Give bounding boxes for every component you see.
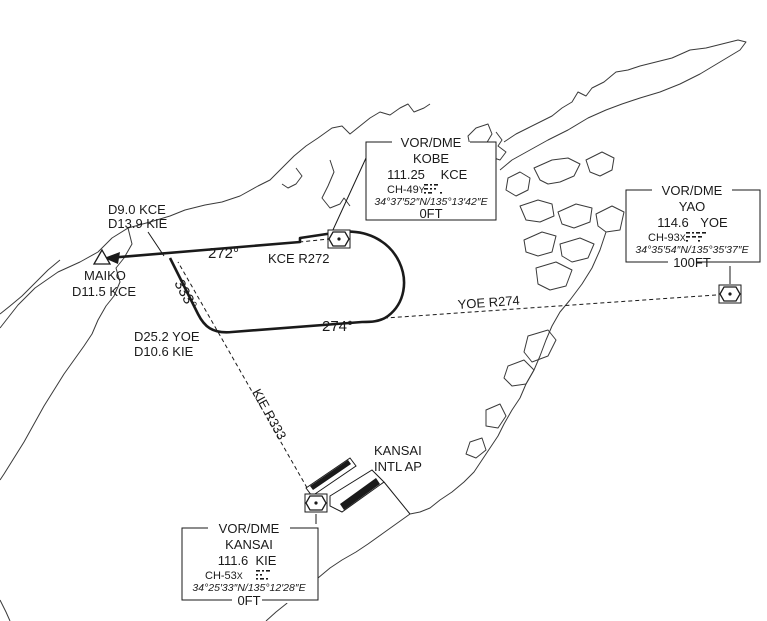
coastline-osaka-docks-6: [595, 205, 625, 233]
kansai-channel: CH-53X: [205, 570, 243, 582]
kobe-name: KOBE: [413, 151, 449, 166]
leaders: [147, 157, 731, 524]
vor-yao[interactable]: [718, 284, 742, 304]
coastline-osaka-docks-2: [533, 157, 581, 185]
yao-freq: 114.6: [657, 215, 689, 230]
coastline-osaka-upper: [499, 39, 747, 171]
coastline-sakai-docks-1: [523, 329, 557, 363]
yao-elevation: 100FT: [673, 255, 711, 270]
kobe-ident: KCE: [441, 167, 468, 182]
info-box-yao: VOR/DME YAO 114.6 YOE CH-93X 34°35′54″N/…: [625, 183, 761, 270]
route-hold-track: [107, 230, 406, 334]
coastline-osaka-docks-3: [585, 151, 615, 177]
kansai-airport: [305, 457, 411, 515]
fix-north-line2: D13.9 KIE: [108, 216, 168, 231]
maiko-dme: D11.5 KCE: [72, 284, 136, 299]
kansai-ident: KIE: [256, 553, 277, 568]
arrowhead-icon: [104, 252, 120, 264]
outbound-course-label: 274°: [322, 318, 353, 335]
coastline-osaka-docks-1: [505, 171, 531, 197]
leader-kobe-box: [331, 157, 367, 233]
runway-north: [310, 460, 351, 490]
kansai-elevation: 0FT: [237, 593, 260, 608]
triangle-fix-icon[interactable]: [92, 248, 112, 265]
radial-kce-272: [299, 237, 339, 243]
yao-ident: YOE: [700, 215, 728, 230]
coastline-osaka-docks-9: [535, 261, 573, 291]
coastline-sakai-docks-2: [503, 359, 535, 387]
info-box-kansai: VOR/DME KANSAI 111.6 KIE CH-53X 34°25′33…: [181, 521, 319, 608]
kansai-type: VOR/DME: [219, 521, 280, 536]
kansai-morse-icon: [256, 570, 270, 580]
vor-kobe[interactable]: [327, 229, 351, 249]
kobe-freq: 111.25: [387, 167, 425, 182]
approach-route: [104, 230, 406, 334]
fix-south-line1: D25.2 YOE: [134, 329, 200, 344]
inbound-course-label: 272°: [208, 245, 239, 262]
coastline: [0, 39, 747, 621]
yao-morse-icon: [686, 232, 706, 242]
coastline-south-shore: [265, 513, 411, 621]
kansai-coords: 34°25′33″N/135°12′28″E: [192, 582, 306, 594]
fix-north-line1: D9.0 KCE: [108, 202, 166, 217]
kobe-coords: 34°37′52″N/135°13′42″E: [374, 196, 488, 208]
info-box-kobe: VOR/DME KOBE 111.25 KCE CH-49Y 34°37′52″…: [365, 135, 497, 221]
coastline-southwest: [0, 599, 11, 621]
radial-kie-label: KIE R333: [249, 386, 289, 442]
yao-type: VOR/DME: [662, 183, 723, 198]
radial-yoe-label: YOE R274: [457, 293, 520, 312]
coastline-west-shore: [0, 227, 133, 481]
coastline-harbor-east: [493, 131, 507, 161]
coastline-osaka-docks-4: [519, 199, 555, 223]
coastline-sakai-docks-4: [465, 437, 487, 459]
kobe-elevation: 0FT: [419, 206, 442, 221]
kobe-morse-icon: [424, 184, 442, 194]
radials: [177, 237, 731, 501]
radial-kie-333: [177, 261, 315, 501]
radial-yoe-274: [385, 293, 731, 319]
maiko-name: MAIKO: [84, 268, 126, 283]
radial-kce-label: KCE R272: [268, 251, 329, 266]
coastline-osaka-docks-8: [559, 237, 595, 263]
kansai-freq: 111.6: [218, 553, 249, 568]
coastline-osaka-docks-7: [523, 231, 557, 257]
airport-bridge: [383, 481, 411, 515]
kansai-name: KANSAI: [225, 537, 273, 552]
coastline-osaka-lower: [409, 231, 607, 515]
airport-name-line1: KANSAI: [374, 443, 422, 458]
coastline-north-shore: [0, 103, 431, 329]
kobe-channel: CH-49Y: [387, 184, 425, 196]
vor-kansai[interactable]: [304, 493, 328, 513]
yao-channel: CH-93X: [648, 232, 686, 244]
yao-name: YAO: [679, 199, 706, 214]
coastline-sakai-docks-3: [485, 403, 507, 429]
coastline-kobe-pier: [281, 167, 303, 189]
runway-south: [340, 478, 380, 510]
yao-coords: 34°35′54″N/135°35′37″E: [635, 244, 749, 256]
fix-south-line2: D10.6 KIE: [134, 344, 194, 359]
coastline-kobe-harbor: [321, 159, 351, 209]
leader-fix-north: [147, 231, 165, 257]
kobe-type: VOR/DME: [401, 135, 462, 150]
coastline-osaka-docks-5: [557, 203, 593, 229]
airport-name-line2: INTL AP: [374, 459, 422, 474]
coastline-awaji-inner: [0, 259, 61, 315]
